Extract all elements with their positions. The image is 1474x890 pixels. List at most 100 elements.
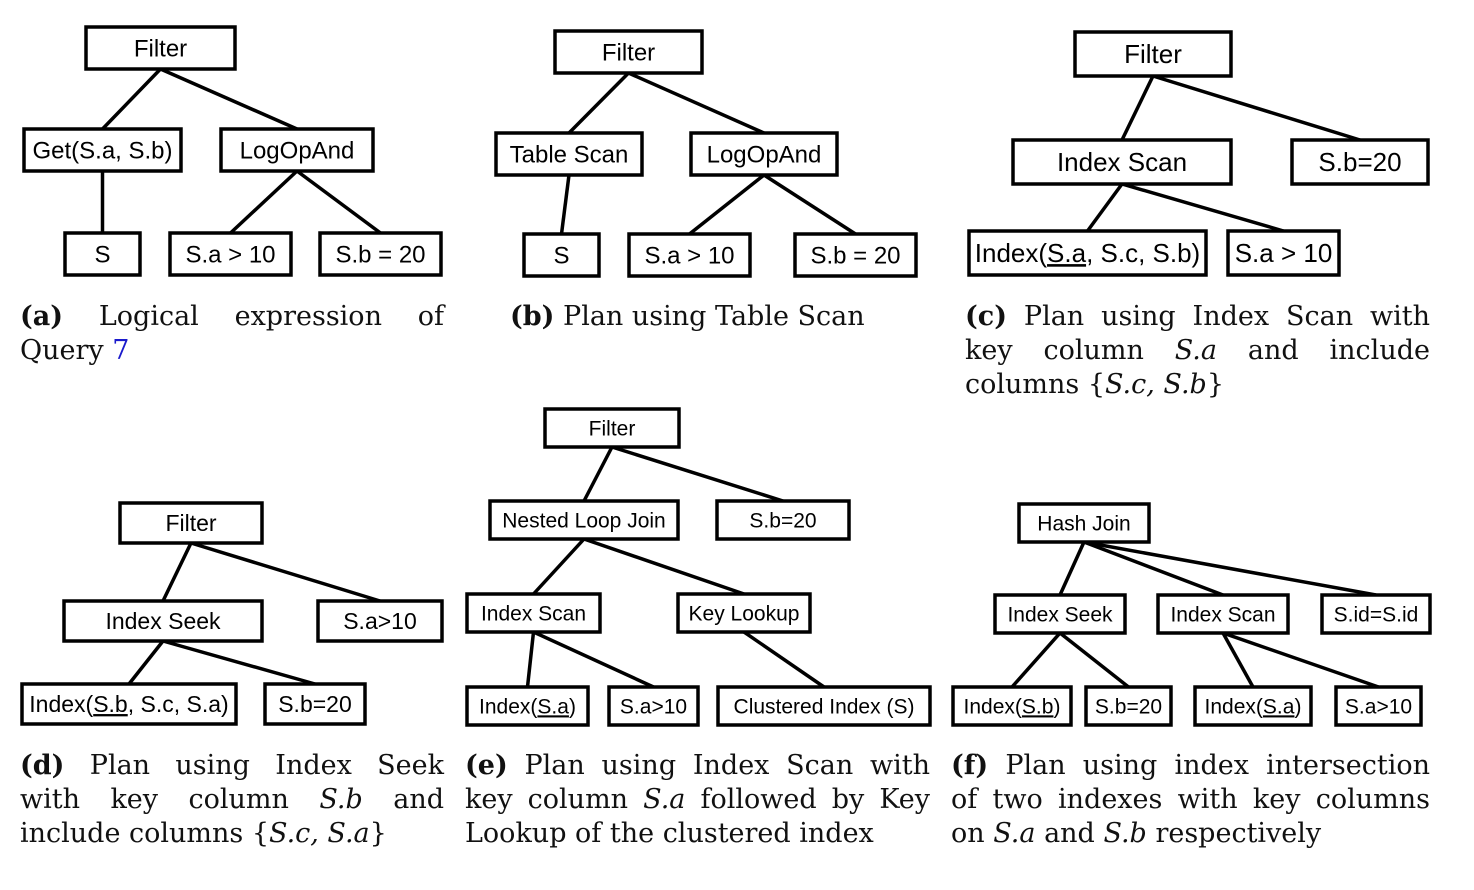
edge-logop-sb [295, 169, 382, 235]
node-filter-label: Filter [589, 417, 636, 440]
caption-c-tag: (c) [965, 301, 1007, 332]
caption-f-text2: and [1044, 818, 1095, 849]
node-indexa-label: Index(S.a) [1205, 695, 1302, 718]
node-sa: S.a>10 [316, 599, 444, 643]
node-logop-label: LogOpAnd [240, 137, 355, 164]
node-tablescan-box [494, 131, 644, 177]
edge-indexseek-indexb [1010, 631, 1062, 689]
node-s-box [522, 232, 601, 278]
node-s-box [63, 231, 142, 277]
node-get-label: Get(S.a, S.b) [32, 137, 172, 164]
edge-hashjoin-indexscan [1083, 540, 1224, 597]
caption-f-var1: S.a [993, 818, 1036, 849]
node-indexscan: Index Scan [1156, 593, 1290, 635]
node-filter: Filter [543, 407, 681, 449]
node-sa: S.a > 10 [1226, 229, 1341, 277]
node-index-box [465, 685, 590, 727]
node-indexscan: Index Scan [465, 592, 602, 634]
node-sb-label: S.b=20 [278, 691, 352, 717]
caption-e: (e) Plan using Index Scan with key colum… [465, 749, 930, 851]
edge-indexseek-sb [1058, 631, 1130, 689]
node-s-label: S [553, 242, 569, 269]
node-sb-box [793, 232, 918, 278]
caption-b-tag: (b) [510, 301, 555, 332]
node-sb: S.b = 20 [318, 231, 443, 277]
node-indexseek: Index Seek [62, 599, 264, 643]
edge-nlj-indexscan [532, 537, 586, 596]
edge-filter-logop [159, 67, 298, 131]
caption-f-var2: S.b [1103, 818, 1147, 849]
edge-filter-get [101, 67, 162, 131]
node-sb-box [1084, 685, 1173, 727]
caption-c-text3: } [1206, 369, 1225, 400]
node-sa: S.a > 10 [627, 232, 752, 278]
node-sid-label: S.id=S.id [1334, 603, 1419, 626]
edge-filter-sb [611, 445, 784, 503]
node-clustered: Clustered Index (S) [716, 685, 932, 727]
node-indexa-box [1193, 685, 1313, 727]
node-logop-box [219, 127, 375, 173]
caption-d: (d) Plan using Index Seek with key colum… [20, 749, 444, 851]
node-filter-label: Filter [602, 39, 655, 66]
node-filter-label: Filter [134, 35, 187, 62]
node-filter-box [553, 29, 704, 75]
node-keylookup-label: Key Lookup [689, 602, 800, 625]
node-filter-box [1073, 30, 1233, 78]
node-get-box [22, 127, 183, 173]
node-indexscan-box [1011, 138, 1233, 186]
node-sb-box [1290, 138, 1430, 186]
node-sa-label: S.a>10 [620, 695, 687, 718]
node-index-label: Index(S.a) [479, 695, 576, 718]
edge-tablescan-s [559, 174, 571, 235]
edge-filter-tablescan [567, 71, 630, 135]
node-keylookup-box [676, 592, 812, 634]
node-indexb-label: Index(S.b) [964, 695, 1061, 718]
node-indexscan: Index Scan [1011, 138, 1233, 186]
caption-d-text1: Plan using Index Seek with key column [20, 750, 444, 815]
node-sa-box [316, 599, 444, 643]
caption-a-tag: (a) [20, 301, 64, 332]
node-sb-label: S.b = 20 [335, 241, 425, 268]
edge-filter-sa [190, 541, 381, 603]
node-sa-label: S.a > 10 [1235, 238, 1333, 268]
node-index: Index(S.b, S.c, S.a) [20, 682, 238, 726]
caption-b-text: Plan using Table Scan [563, 301, 865, 332]
node-sb-box [715, 499, 851, 541]
node-s-label: S [94, 241, 110, 268]
node-indexscan-box [1156, 593, 1290, 635]
edge-filter-sb [1152, 74, 1361, 142]
caption-a-ref[interactable]: 7 [112, 335, 130, 366]
node-nlj-label: Nested Loop Join [502, 509, 665, 532]
edge-logop-sb [763, 173, 857, 236]
node-sb: S.b=20 [1290, 138, 1430, 186]
node-sb: S.b=20 [263, 682, 367, 726]
caption-f: (f) Plan using index intersection of two… [951, 749, 1430, 851]
node-indexb-box [951, 685, 1073, 727]
node-indexseek-box [62, 599, 264, 643]
edge-filter-indexscan [1120, 75, 1155, 141]
caption-f-text3: respectively [1155, 818, 1322, 849]
node-index-box [967, 229, 1208, 277]
node-sa: S.a>10 [1334, 685, 1423, 727]
node-filter-label: Filter [165, 510, 216, 536]
node-sid: S.id=S.id [1320, 593, 1432, 635]
edge-hashjoin-sid [1083, 540, 1377, 597]
edge-indexscan-index [1086, 182, 1124, 233]
caption-a: (a) Logical expression of Query 7 [20, 300, 444, 368]
edge-nlj-keylookup [583, 537, 745, 596]
caption-a-text: Logical expression of Query [20, 301, 444, 366]
node-sb-box [318, 231, 443, 277]
caption-d-var2: S.c, S.a [269, 818, 370, 849]
edge-filter-logop [627, 71, 765, 135]
node-sb: S.b=20 [1084, 685, 1173, 727]
node-sb-label: S.b=20 [1095, 695, 1162, 718]
node-sa-label: S.a>10 [343, 608, 417, 634]
caption-b: (b) Plan using Table Scan [510, 300, 930, 334]
node-filter-box [118, 501, 264, 545]
caption-d-text3: } [369, 818, 387, 849]
node-s: S [63, 231, 142, 277]
